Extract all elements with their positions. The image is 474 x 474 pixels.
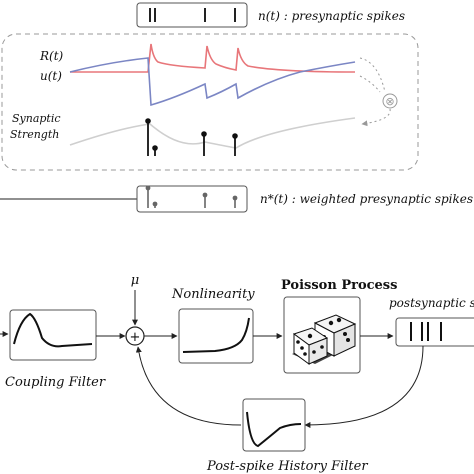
presynaptic-spike-box [136, 2, 248, 28]
history-to-sum-arrow [135, 346, 242, 426]
stem-head [145, 118, 151, 124]
mu-label: μ [131, 273, 139, 288]
nonlinearity-curve [182, 317, 250, 353]
u-to-multiply-arrow [359, 75, 381, 93]
weighted-label: n*(t) : weighted presynaptic spikes [260, 192, 473, 206]
nonlinearity-label: Nonlinearity [171, 287, 255, 302]
stem-head [152, 201, 158, 207]
poisson-label: Poisson Process [281, 278, 397, 293]
history-filter-label: Post-spike History Filter [206, 459, 368, 474]
coupling-kernel-curve [13, 312, 93, 348]
stem-head [152, 145, 158, 151]
r-trace [69, 57, 356, 107]
stem-head [232, 133, 238, 139]
dice-icon [292, 314, 357, 365]
strength-stems [145, 118, 238, 156]
coupling-filter-box [9, 309, 97, 361]
postsynaptic-label: postsynaptic sp [389, 296, 474, 310]
coupling-filter-label: Coupling Filter [5, 375, 106, 390]
presynaptic-spike-train [136, 2, 248, 28]
u-label: u(t) [40, 69, 62, 83]
stem-head [232, 195, 238, 201]
stem-head [201, 131, 207, 137]
nonlinearity-box [178, 308, 254, 364]
sum-symbol: + [130, 330, 141, 345]
output-to-history-arrow [304, 345, 424, 428]
synaptic-strength-label-2: Strength [10, 128, 59, 141]
presynaptic-label: n(t) : presynaptic spikes [258, 9, 405, 23]
multiply-symbol: ⊗ [385, 95, 394, 108]
weighted-spike-box [136, 185, 248, 213]
stp-panel [1, 33, 419, 171]
postsynaptic-spike-box [395, 317, 474, 347]
multiply-to-strength-arrow [361, 108, 391, 127]
r-to-multiply-arrow [359, 57, 386, 93]
synaptic-strength-label-1: Synaptic [12, 112, 61, 125]
stem-head [202, 192, 208, 198]
synaptic-strength-curve [69, 117, 356, 149]
history-filter-box [242, 398, 306, 452]
history-kernel-curve [246, 411, 302, 448]
u-trace [70, 43, 356, 73]
weighted-stems [145, 185, 238, 208]
r-label: R(t) [39, 49, 64, 63]
multiply-node [382, 93, 398, 109]
stem-head [145, 185, 151, 191]
